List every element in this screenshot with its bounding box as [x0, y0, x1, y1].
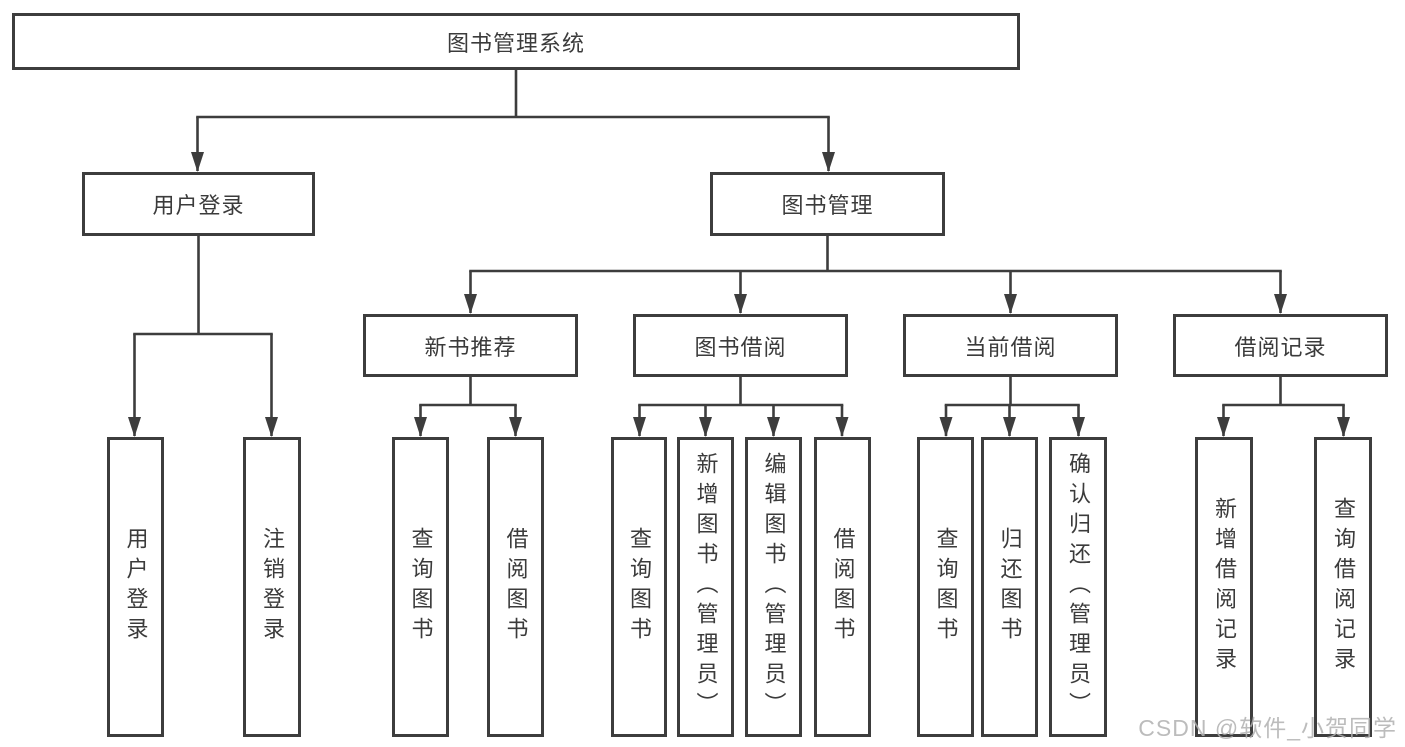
node-borrow-records: 借阅记录 [1173, 314, 1388, 377]
node-book-borrow: 图书借阅 [633, 314, 848, 377]
csdn-watermark: CSDN @软件_小贺同学 [1138, 715, 1397, 741]
node-label: 编辑图书（管理员） [761, 452, 787, 722]
node-label: 确认归还（管理员） [1066, 452, 1091, 722]
node-current-borrow: 当前借阅 [903, 314, 1118, 377]
leaf-add-book-admin: 新增图书（管理员） [677, 437, 734, 737]
leaf-query-books-borrow: 查询图书 [611, 437, 667, 737]
node-label: 注销登录 [260, 527, 285, 647]
node-user-login: 用户登录 [82, 172, 315, 236]
leaf-return-book: 归还图书 [981, 437, 1038, 737]
node-label: 用户登录 [152, 193, 245, 218]
node-label: 图书管理 [781, 193, 874, 218]
node-new-book-recommend: 新书推荐 [363, 314, 578, 377]
node-label: 借阅图书 [830, 527, 856, 647]
leaf-edit-book-admin: 编辑图书（管理员） [745, 437, 802, 737]
node-label: 借阅图书 [503, 527, 529, 647]
leaf-user-login: 用户登录 [107, 437, 164, 737]
leaf-query-books-current: 查询图书 [917, 437, 974, 737]
leaf-logout: 注销登录 [243, 437, 301, 737]
node-label: 查询图书 [627, 527, 652, 647]
node-label: 查询图书 [408, 527, 434, 647]
node-label: 查询图书 [933, 527, 959, 647]
leaf-add-borrow-record: 新增借阅记录 [1195, 437, 1253, 737]
leaf-query-books-recommend: 查询图书 [392, 437, 449, 737]
node-label: 新书推荐 [424, 334, 517, 360]
node-label: 归还图书 [997, 527, 1023, 647]
leaf-confirm-return-admin: 确认归还（管理员） [1049, 437, 1107, 737]
node-book-management: 图书管理 [710, 172, 945, 236]
node-label: 查询借阅记录 [1331, 497, 1356, 677]
leaf-borrow-books: 借阅图书 [814, 437, 871, 737]
leaf-query-borrow-record: 查询借阅记录 [1314, 437, 1372, 737]
node-label: 借阅记录 [1234, 334, 1327, 360]
node-label: 新增借阅记录 [1212, 497, 1237, 677]
leaf-borrow-books-recommend: 借阅图书 [487, 437, 544, 737]
node-label: 图书借阅 [694, 334, 787, 360]
node-label: 当前借阅 [964, 334, 1057, 360]
node-root-system: 图书管理系统 [12, 13, 1020, 70]
node-label: 图书管理系统 [446, 30, 585, 56]
node-label: 用户登录 [123, 527, 149, 647]
node-label: 新增图书（管理员） [693, 452, 719, 722]
